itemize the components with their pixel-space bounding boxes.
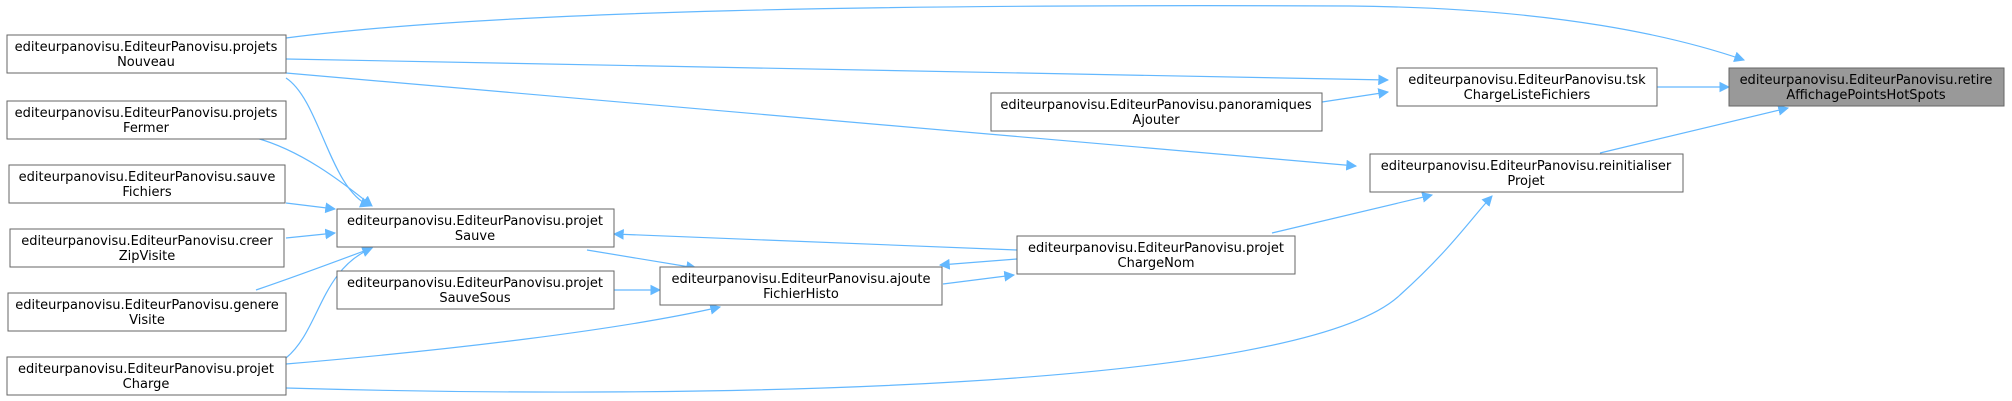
node-projet-sauve-line2: Sauve [455, 229, 495, 244]
edge-projets-nouveau-to-tsk [285, 58, 1390, 86]
node-sauve-fichiers-line1: editeurpanovisu.EditeurPanovisu.sauve [19, 170, 276, 185]
edge-projets-nouveau-to-retire [285, 5, 1746, 62]
edge-projet-charge-nom-to-projet-sauve [612, 228, 1018, 251]
nodes: editeurpanovisu.EditeurPanovisu.retire A… [6, 34, 2005, 396]
node-projets-nouveau-line1: editeurpanovisu.EditeurPanovisu.projets [15, 40, 278, 55]
edge-creer-zip-to-projet-sauve [285, 228, 337, 240]
edge-projet-charge-nom-to-reinitialiser [1271, 191, 1434, 234]
node-ajoute-line2: FichierHisto [763, 287, 839, 302]
node-tsk-charge-liste-fichiers[interactable]: editeurpanovisu.EditeurPanovisu.tsk Char… [1396, 67, 1658, 107]
node-projet-sauve[interactable]: editeurpanovisu.EditeurPanovisu.projet S… [336, 208, 615, 248]
node-projet-sauve-sous-line1: editeurpanovisu.EditeurPanovisu.projet [347, 276, 603, 291]
node-tsk-line1: editeurpanovisu.EditeurPanovisu.tsk [1408, 73, 1646, 88]
edge-projets-nouveau-to-reinitialiser [285, 72, 1358, 171]
node-retire-line1: editeurpanovisu.EditeurPanovisu.retire [1740, 73, 1993, 88]
edge-projets-fermer-to-projet-sauve [255, 137, 373, 207]
edge-reinitialiser-to-retire [1599, 105, 1790, 154]
node-projets-fermer[interactable]: editeurpanovisu.EditeurPanovisu.projets … [6, 100, 287, 140]
node-retire-affichage-points-hotspots[interactable]: editeurpanovisu.EditeurPanovisu.retire A… [1728, 67, 2005, 107]
node-genere-visite[interactable]: editeurpanovisu.EditeurPanovisu.genere V… [7, 292, 287, 332]
node-projet-charge-line1: editeurpanovisu.EditeurPanovisu.projet [18, 362, 274, 377]
node-panoramiques-line2: Ajouter [1132, 113, 1180, 128]
node-tsk-line2: ChargeListeFichiers [1464, 88, 1591, 103]
node-projets-fermer-line1: editeurpanovisu.EditeurPanovisu.projets [15, 106, 278, 121]
node-reinitialiser-line1: editeurpanovisu.EditeurPanovisu.reinitia… [1381, 159, 1672, 174]
node-projet-charge-line2: Charge [123, 377, 170, 392]
edge-projet-charge-nom-to-ajoute [938, 258, 1018, 270]
node-projet-sauve-line1: editeurpanovisu.EditeurPanovisu.projet [347, 214, 603, 229]
edge-panoramiques-to-tsk [1321, 88, 1390, 103]
node-sauve-fichiers-line2: Fichiers [122, 185, 171, 200]
node-panoramiques-ajouter[interactable]: editeurpanovisu.EditeurPanovisu.panorami… [990, 92, 1323, 132]
node-projet-charge[interactable]: editeurpanovisu.EditeurPanovisu.projet C… [6, 356, 287, 396]
node-projets-nouveau[interactable]: editeurpanovisu.EditeurPanovisu.projets … [6, 34, 287, 74]
node-projet-charge-nom-line1: editeurpanovisu.EditeurPanovisu.projet [1028, 241, 1284, 256]
node-reinitialiser-line2: Projet [1507, 174, 1544, 189]
node-projets-nouveau-line2: Nouveau [117, 55, 175, 70]
node-ajoute-line1: editeurpanovisu.EditeurPanovisu.ajoute [672, 272, 931, 287]
edge-sauve-fichiers-to-projet-sauve [285, 202, 337, 214]
edge-projets-nouveau-to-projet-sauve [285, 77, 372, 208]
edges [255, 5, 1790, 393]
edge-projet-charge-to-reinitialiser [285, 195, 1493, 393]
node-projet-sauve-sous-line2: SauveSous [439, 291, 511, 306]
node-creer-zip-line2: ZipVisite [119, 249, 175, 264]
node-ajoute-fichier-histo[interactable]: editeurpanovisu.EditeurPanovisu.ajoute F… [659, 266, 943, 306]
node-projets-fermer-line2: Fermer [123, 121, 170, 136]
node-genere-visite-line2: Visite [129, 313, 165, 328]
node-retire-line2: AffichagePointsHotSpots [1786, 88, 1945, 103]
node-projet-charge-nom[interactable]: editeurpanovisu.EditeurPanovisu.projet C… [1016, 235, 1296, 275]
node-projet-charge-nom-line2: ChargeNom [1118, 256, 1195, 271]
node-reinitialiser-projet[interactable]: editeurpanovisu.EditeurPanovisu.reinitia… [1369, 153, 1684, 193]
node-creer-zip-visite[interactable]: editeurpanovisu.EditeurPanovisu.creer Zi… [9, 228, 285, 268]
edge-ajoute-to-projet-charge-nom [942, 270, 1016, 285]
node-sauve-fichiers[interactable]: editeurpanovisu.EditeurPanovisu.sauve Fi… [8, 164, 286, 204]
edge-projet-charge-to-ajoute [285, 303, 722, 365]
node-genere-visite-line1: editeurpanovisu.EditeurPanovisu.genere [15, 298, 279, 313]
edge-projet-sauve-to-ajoute [586, 249, 698, 272]
edge-projet-charge-to-projet-sauve [285, 246, 373, 359]
node-panoramiques-line1: editeurpanovisu.EditeurPanovisu.panorami… [1000, 98, 1312, 113]
node-creer-zip-line1: editeurpanovisu.EditeurPanovisu.creer [21, 234, 273, 249]
node-projet-sauve-sous[interactable]: editeurpanovisu.EditeurPanovisu.projet S… [336, 270, 615, 310]
